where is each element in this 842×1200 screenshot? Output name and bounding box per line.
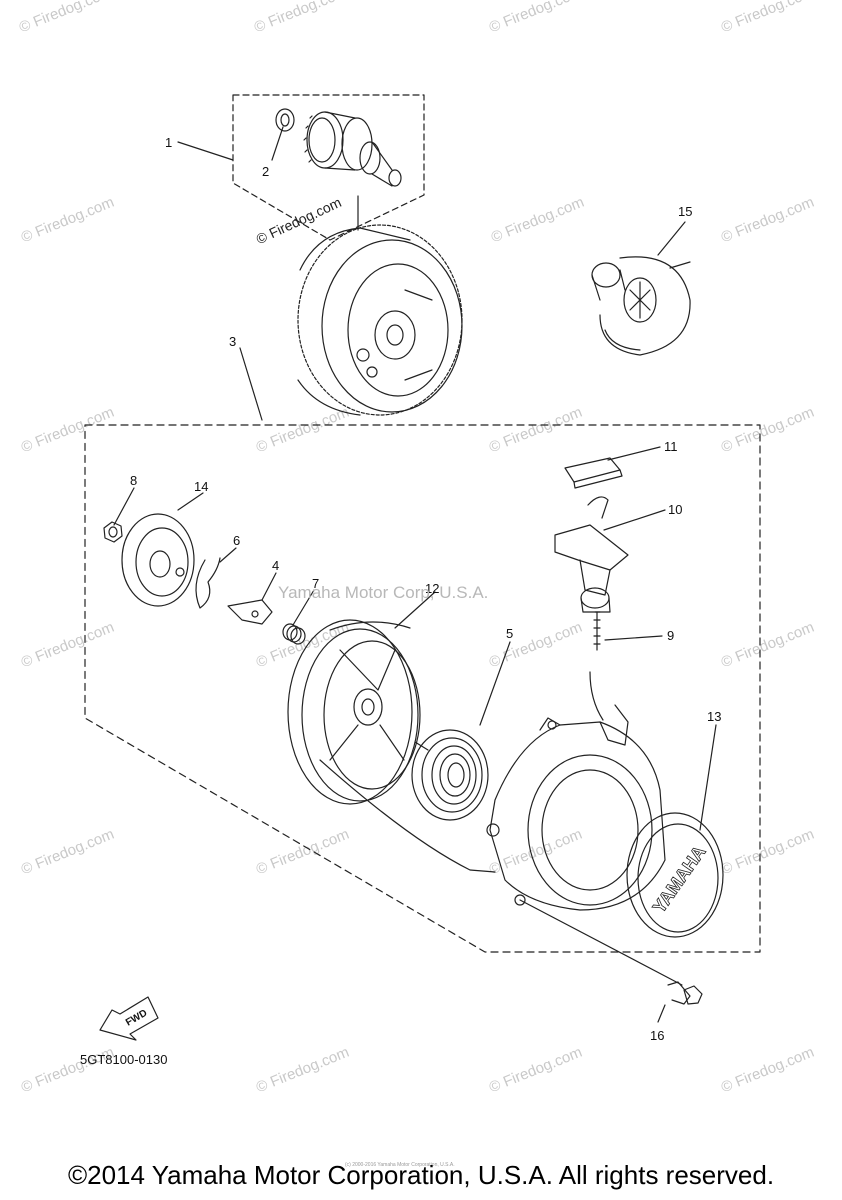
callout-8: 8 bbox=[130, 473, 137, 488]
callout-6: 6 bbox=[233, 533, 240, 548]
callout-4: 4 bbox=[272, 558, 279, 573]
leader-line-14 bbox=[177, 492, 204, 511]
leader-line-7 bbox=[292, 589, 315, 626]
part-rope-9 bbox=[319, 611, 604, 873]
callout-14: 14 bbox=[194, 479, 208, 494]
leader-line-12 bbox=[394, 591, 436, 629]
part-spiral-spring-5 bbox=[411, 729, 489, 821]
leader-line-4 bbox=[261, 572, 277, 601]
callout-13: 13 bbox=[707, 709, 721, 724]
callout-2: 2 bbox=[262, 164, 269, 179]
part-friction-plate-14 bbox=[121, 513, 195, 607]
leader-line-8 bbox=[113, 487, 135, 526]
leader-line-5 bbox=[479, 641, 511, 726]
fwd-arrow-icon bbox=[99, 996, 159, 1041]
callout-3: 3 bbox=[229, 334, 236, 349]
part-pulley-3 bbox=[297, 224, 463, 416]
callout-11: 11 bbox=[664, 439, 678, 454]
leader-line-9 bbox=[604, 635, 663, 641]
emblem-text: YAMAHA bbox=[649, 842, 710, 917]
leader-line-15 bbox=[657, 221, 686, 256]
leader-line-2 bbox=[271, 126, 284, 161]
part-bolt-16 bbox=[667, 981, 703, 1005]
leader-line-3 bbox=[239, 347, 263, 421]
part-nut-8 bbox=[103, 521, 123, 543]
diagram-code: 5GT8100-0130 bbox=[80, 1052, 168, 1067]
part-spring-6 bbox=[195, 557, 221, 609]
leader-line-11 bbox=[607, 446, 661, 461]
part-handle-10 bbox=[554, 496, 629, 613]
part-cap-11 bbox=[564, 457, 623, 489]
callout-16: 16 bbox=[650, 1028, 664, 1043]
callout-15: 15 bbox=[678, 204, 692, 219]
copyright-notice: ©2014 Yamaha Motor Corporation, U.S.A. A… bbox=[67, 1160, 775, 1190]
part-emblem-13 bbox=[626, 812, 724, 938]
leader-line-16b bbox=[519, 899, 683, 986]
part-starter-case bbox=[486, 704, 666, 911]
leader-line-13 bbox=[699, 724, 717, 831]
leader-line-10 bbox=[603, 509, 666, 531]
part-drive-plate-15 bbox=[591, 256, 691, 356]
callout-10: 10 bbox=[668, 502, 682, 517]
part-washer-2-hole bbox=[280, 113, 290, 127]
part-washer-2 bbox=[275, 108, 295, 132]
tiny-notice: (c) 2000-2016 Yamaha Motor Corporation, … bbox=[345, 1162, 455, 1168]
callout-9: 9 bbox=[667, 628, 674, 643]
assembly-box-3 bbox=[84, 424, 761, 953]
callout-1: 1 bbox=[165, 135, 172, 150]
part-pawl-4 bbox=[227, 599, 273, 625]
assembly-box-1 bbox=[232, 94, 425, 241]
callout-12: 12 bbox=[425, 581, 439, 596]
part-sheave-drum-12 bbox=[287, 619, 421, 805]
center-watermark: Yamaha Motor Corp, U.S.A. bbox=[278, 583, 489, 602]
part-spring-7 bbox=[282, 623, 306, 645]
part-starter-clutch-1 bbox=[303, 111, 402, 187]
leader-line-6 bbox=[219, 547, 237, 563]
callout-7: 7 bbox=[312, 576, 319, 591]
leader-line-16 bbox=[657, 1004, 666, 1023]
leader-line-1 bbox=[177, 141, 234, 161]
callout-5: 5 bbox=[506, 626, 513, 641]
